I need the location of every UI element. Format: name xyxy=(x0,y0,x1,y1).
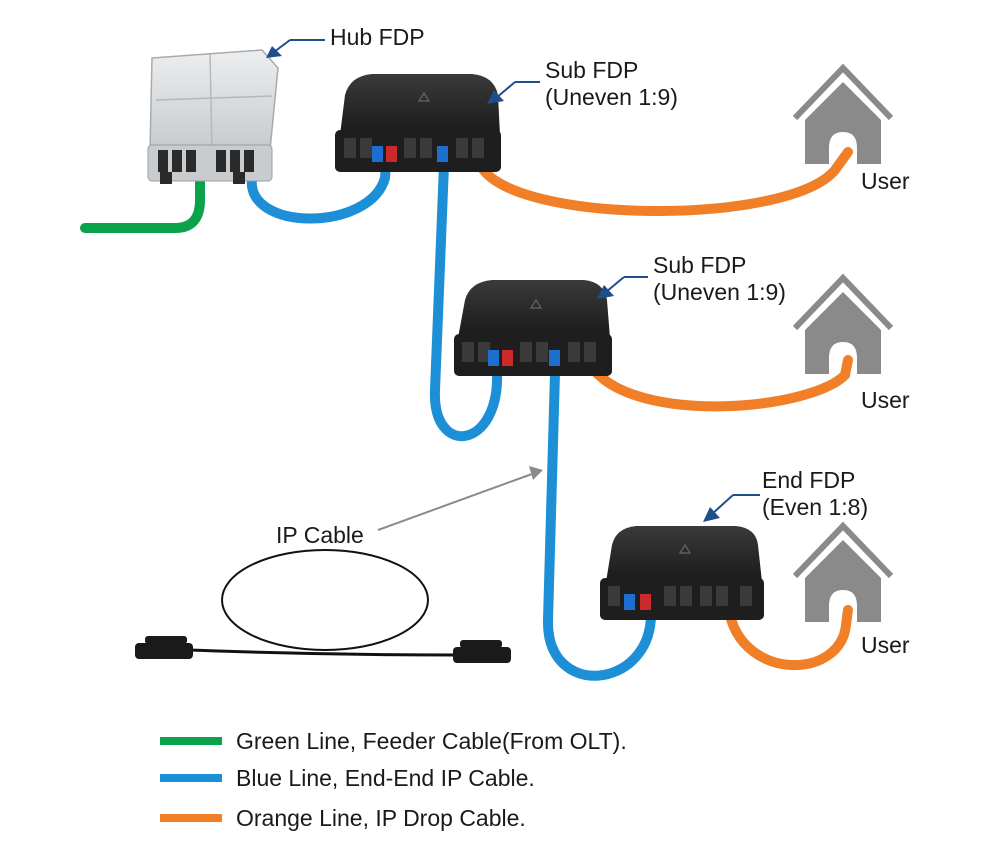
drop-cable-3 xyxy=(725,605,853,671)
user-label-1: User xyxy=(861,168,910,194)
legend-swatch-blue xyxy=(160,774,222,782)
ip-cable-label: IP Cable xyxy=(276,522,364,548)
house-icon-1 xyxy=(792,63,894,164)
sub-fdp-1-device xyxy=(335,74,501,172)
sub-fdp-2-label: Sub FDP xyxy=(653,252,747,278)
sub-fdp-1-ratio: (Uneven 1:9) xyxy=(545,84,678,110)
feeder-cable xyxy=(80,167,205,233)
ip-cable-sub2-to-end xyxy=(542,368,656,681)
ip-cable-sub1-to-sub2 xyxy=(429,160,503,442)
sub-fdp-2-device xyxy=(454,280,612,376)
house-icon-2 xyxy=(792,273,894,374)
legend-swatch-green xyxy=(160,737,222,745)
ip-cable-hub-to-sub1 xyxy=(246,157,391,224)
sub-fdp-1-label: Sub FDP xyxy=(545,57,639,83)
ip-cable-illustration xyxy=(135,549,511,663)
hub-fdp-label: Hub FDP xyxy=(330,24,425,50)
legend-text-feeder: Green Line, Feeder Cable(From OLT). xyxy=(236,728,627,754)
pointer-arrow-sub2 xyxy=(597,276,648,299)
pointer-arrow-hub xyxy=(266,39,325,58)
pointer-arrow-sub1 xyxy=(487,81,540,104)
user-label-2: User xyxy=(861,387,910,413)
user-label-3: User xyxy=(861,632,910,658)
sub-fdp-2-ratio: (Uneven 1:9) xyxy=(653,279,786,305)
drop-cable-1 xyxy=(477,147,853,216)
pointer-arrow-end xyxy=(703,494,760,522)
house-icon-3 xyxy=(792,521,894,622)
end-fdp-label: End FDP xyxy=(762,467,856,493)
legend-swatch-orange xyxy=(160,814,222,822)
drop-cable-2 xyxy=(589,355,853,412)
end-fdp-device xyxy=(600,526,764,620)
hub-fdp-device xyxy=(147,49,279,184)
end-fdp-ratio: (Even 1:8) xyxy=(762,494,869,520)
legend-text-ip-cable: Blue Line, End-End IP Cable. xyxy=(236,765,535,791)
legend-text-drop: Orange Line, IP Drop Cable. xyxy=(236,805,526,831)
pointer-arrow-ip-cable xyxy=(377,466,543,531)
